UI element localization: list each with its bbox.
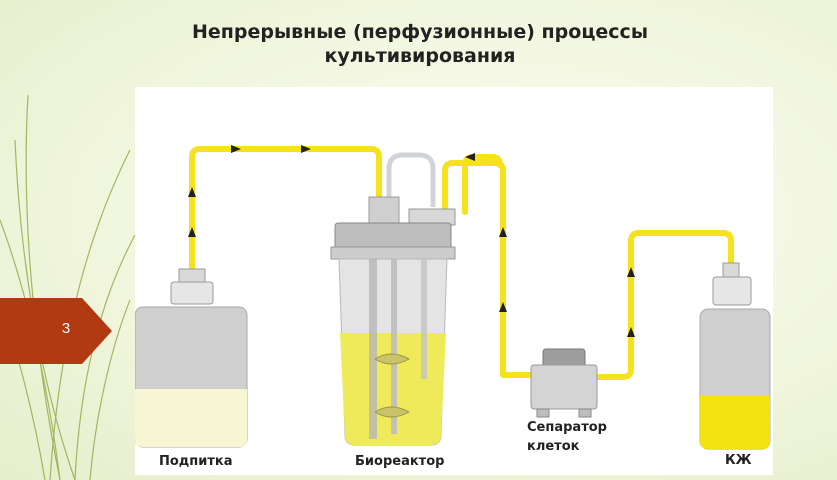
- separator-label-line-2: клеток: [527, 439, 580, 454]
- bioreactor-label: Биореактор: [355, 454, 445, 469]
- bioreactor-vessel: [330, 196, 456, 446]
- page-number-badge: [0, 298, 112, 364]
- feed-bottle: [135, 268, 248, 448]
- feed-label: Подпитка: [159, 454, 233, 469]
- perfusion-diagram: Подпитка Биореактор Сепаратор клеток КЖ: [135, 87, 773, 475]
- slide-title: Непрерывные (перфузионные) процессы куль…: [140, 20, 700, 68]
- flow-arrows: [188, 145, 635, 337]
- cell-separator: [530, 348, 598, 418]
- page-number: 3: [61, 320, 71, 337]
- feed-tube: [189, 146, 382, 275]
- kzh-label: КЖ: [725, 453, 752, 468]
- slide-title-line-1: Непрерывные (перфузионные) процессы: [191, 21, 649, 43]
- slide-title-line-2: культивирования: [324, 45, 516, 67]
- separator-label-line-1: Сепаратор: [527, 420, 607, 435]
- perfusion-diagram-drawing: [135, 145, 771, 450]
- reactor-outlet-tube: [442, 160, 538, 378]
- kzh-bottle: [699, 262, 771, 450]
- separator-to-kzh-tube: [590, 230, 734, 380]
